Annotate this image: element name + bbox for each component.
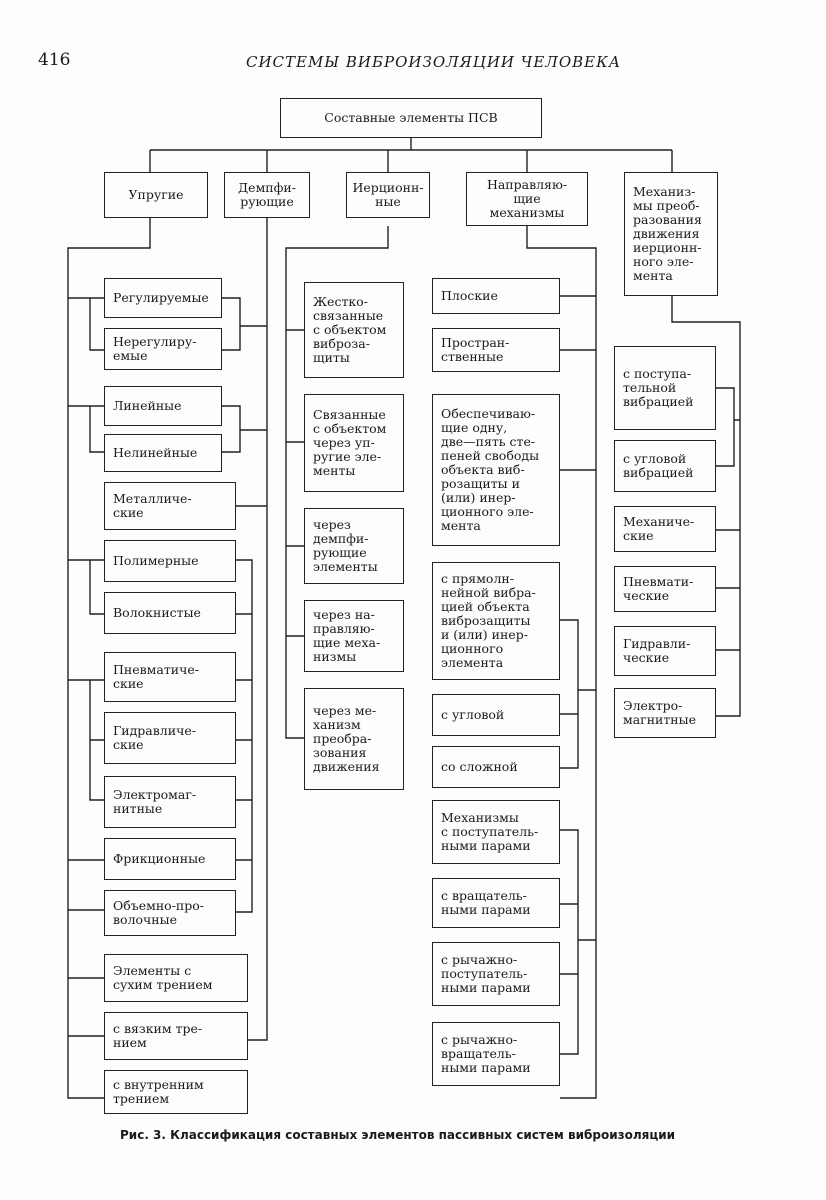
category-converters: Механиз- мы преоб- разования движения ие…	[624, 172, 718, 296]
elastic-item: Металличе- ские	[104, 482, 236, 530]
guiding-item: с вращатель- ными парами	[432, 878, 560, 928]
figure-caption: Рис. 3. Классификация составных элементо…	[120, 1128, 676, 1142]
elastic-item: Элементы с сухим трением	[104, 954, 248, 1002]
elastic-item: Фрикционные	[104, 838, 236, 880]
elastic-item: Гидравличе- ские	[104, 712, 236, 764]
guiding-item: со сложной	[432, 746, 560, 788]
category-elastic: Упругие	[104, 172, 208, 218]
guiding-item: Плоские	[432, 278, 560, 314]
guiding-item: Обеспечиваю- щие одну, две—пять сте- пен…	[432, 394, 560, 546]
converter-item: с угловой вибрацией	[614, 440, 716, 492]
guiding-item: Механизмы с поступатель- ными парами	[432, 800, 560, 864]
converter-item: Пневмати- ческие	[614, 566, 716, 612]
category-inertial: Иерционн- ные	[346, 172, 430, 218]
converter-item: Механиче- ские	[614, 506, 716, 552]
inertial-item: Связанные с объектом через уп- ругие эле…	[304, 394, 404, 492]
guiding-item: с рычажно- вращатель- ными парами	[432, 1022, 560, 1086]
elastic-item: Регулируемые	[104, 278, 222, 318]
guiding-item: с угловой	[432, 694, 560, 736]
guiding-item: с рычажно- поступатель- ными парами	[432, 942, 560, 1006]
elastic-item: Линейные	[104, 386, 222, 426]
running-title: СИСТЕМЫ ВИБРОИЗОЛЯЦИИ ЧЕЛОВЕКА	[246, 53, 622, 71]
inertial-item: Жестко- связанные с объектом виброза- щи…	[304, 282, 404, 378]
root-box: Составные элементы ПСВ	[280, 98, 542, 138]
elastic-item: Пневматиче- ские	[104, 652, 236, 702]
converter-item: Электро- магнитные	[614, 688, 716, 738]
elastic-item: Волокнистые	[104, 592, 236, 634]
elastic-item: Нерегулиру- емые	[104, 328, 222, 370]
elastic-item: Электромаг- нитные	[104, 776, 236, 828]
elastic-item: Нелинейные	[104, 434, 222, 472]
elastic-item: Полимерные	[104, 540, 236, 582]
converter-item: с поступа- тельной вибрацией	[614, 346, 716, 430]
inertial-item: через ме- ханизм преобра- зования движен…	[304, 688, 404, 790]
page-number: 416	[38, 50, 71, 70]
inertial-item: через демпфи- рующие элементы	[304, 508, 404, 584]
elastic-item: с внутренним трением	[104, 1070, 248, 1114]
elastic-item: с вязким тре- нием	[104, 1012, 248, 1060]
inertial-item: через на- правляю- щие меха- низмы	[304, 600, 404, 672]
category-damping: Демпфи- рующие	[224, 172, 310, 218]
elastic-item: Объемно-про- волочные	[104, 890, 236, 936]
category-guiding: Направляю- щие механизмы	[466, 172, 588, 226]
guiding-item: Простран- ственные	[432, 328, 560, 372]
converter-item: Гидравли- ческие	[614, 626, 716, 676]
guiding-item: с прямолн- нейной вибра- цией объекта ви…	[432, 562, 560, 680]
